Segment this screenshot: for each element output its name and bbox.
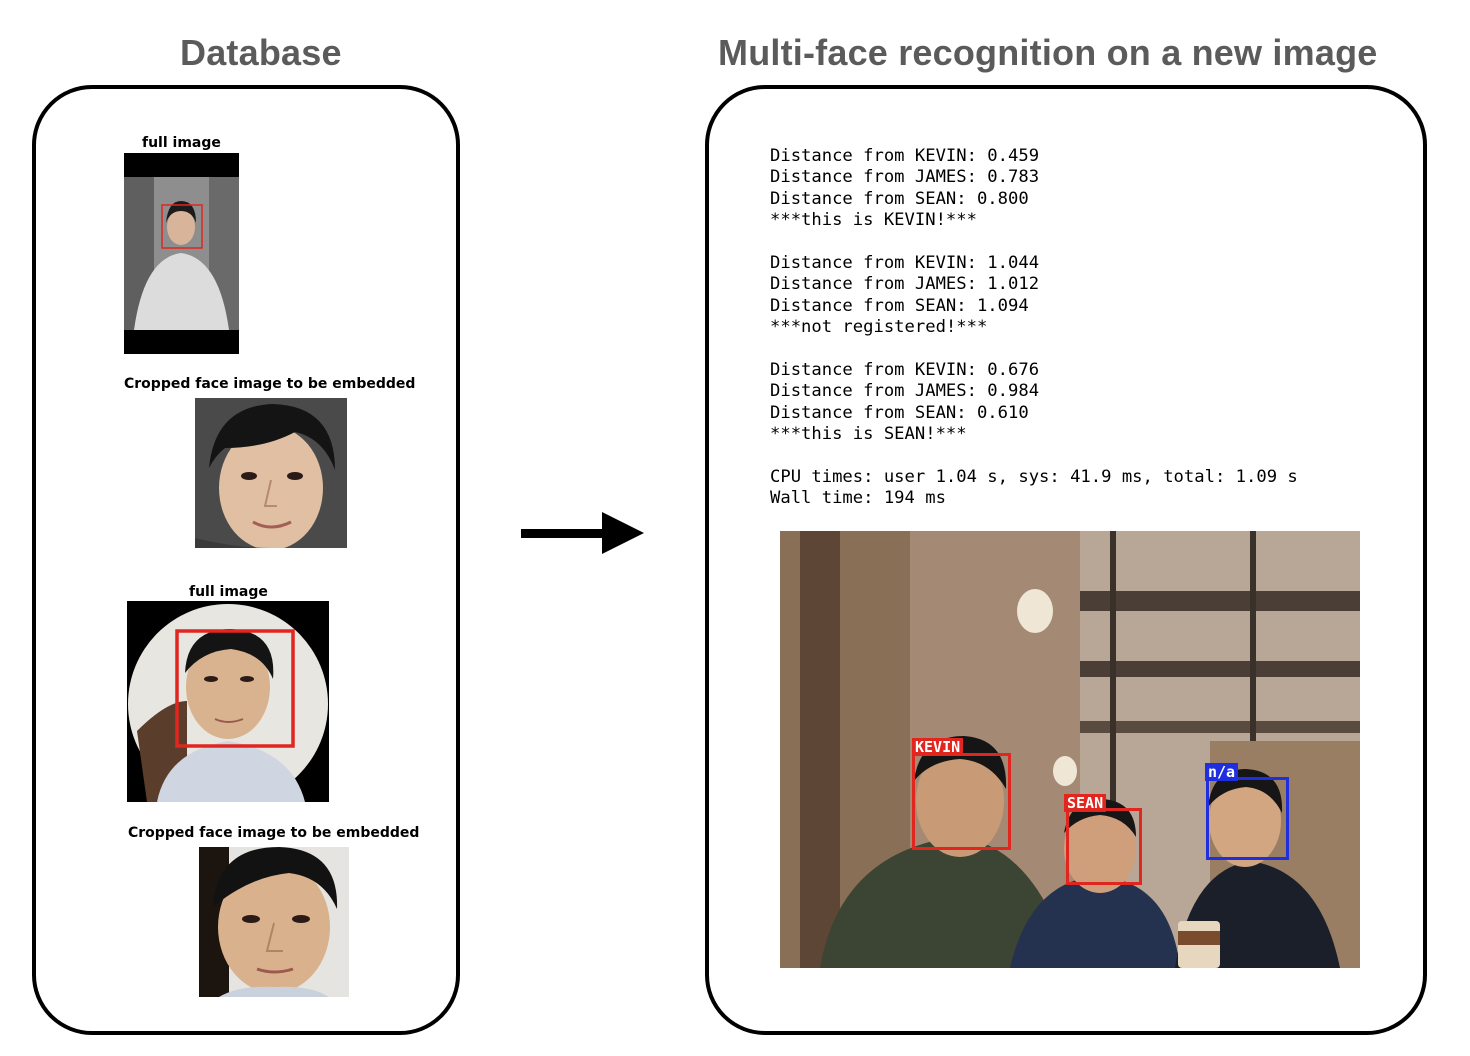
database-heading: Database (180, 32, 342, 73)
cropped-face-1 (195, 398, 347, 548)
log-line (770, 445, 1298, 466)
cropped-face-2 (199, 847, 349, 997)
log-line: Distance from SEAN: 0.800 (770, 188, 1029, 209)
full-image-caption-2: full image (189, 584, 268, 600)
log-line: Distance from SEAN: 1.094 (770, 295, 1029, 316)
log-line (770, 339, 1298, 360)
log-line: ***this is SEAN!*** (770, 424, 967, 445)
log-line: ***this is KEVIN!*** (770, 210, 977, 231)
recognition-output-log: Distance from KEVIN: 0.459 Distance from… (770, 146, 1298, 510)
detection-label-unknown: n/a (1205, 763, 1239, 781)
log-line: Distance from KEVIN: 0.676 (770, 359, 1040, 380)
log-line (770, 232, 1298, 253)
recognition-heading: Multi-face recognition on a new image (718, 32, 1378, 73)
full-image-1 (124, 153, 239, 354)
full-image-caption-1: full image (142, 135, 221, 151)
log-line: Wall time: 194 ms (770, 488, 946, 509)
detection-box-unknown (1206, 777, 1289, 860)
detection-box-kevin (912, 753, 1011, 850)
log-line: Distance from KEVIN: 0.459 (770, 146, 1040, 166)
detection-box-sean (1066, 808, 1142, 885)
log-line: Distance from JAMES: 1.012 (770, 274, 1040, 295)
log-line: ***not registered!*** (770, 317, 988, 338)
log-line: Distance from JAMES: 0.783 (770, 167, 1040, 188)
crop-caption-2: Cropped face image to be embedded (128, 825, 420, 841)
log-line: Distance from KEVIN: 1.044 (770, 252, 1040, 273)
detection-label-sean: SEAN (1064, 794, 1107, 812)
full-image-2 (127, 601, 329, 802)
log-line: Distance from SEAN: 0.610 (770, 402, 1029, 423)
group-photo (780, 531, 1360, 968)
log-line: CPU times: user 1.04 s, sys: 41.9 ms, to… (770, 466, 1298, 487)
log-line: Distance from JAMES: 0.984 (770, 381, 1040, 402)
crop-caption-1: Cropped face image to be embedded (124, 376, 416, 392)
detection-label-kevin: KEVIN (912, 738, 964, 756)
arrow-right-icon (521, 512, 644, 554)
